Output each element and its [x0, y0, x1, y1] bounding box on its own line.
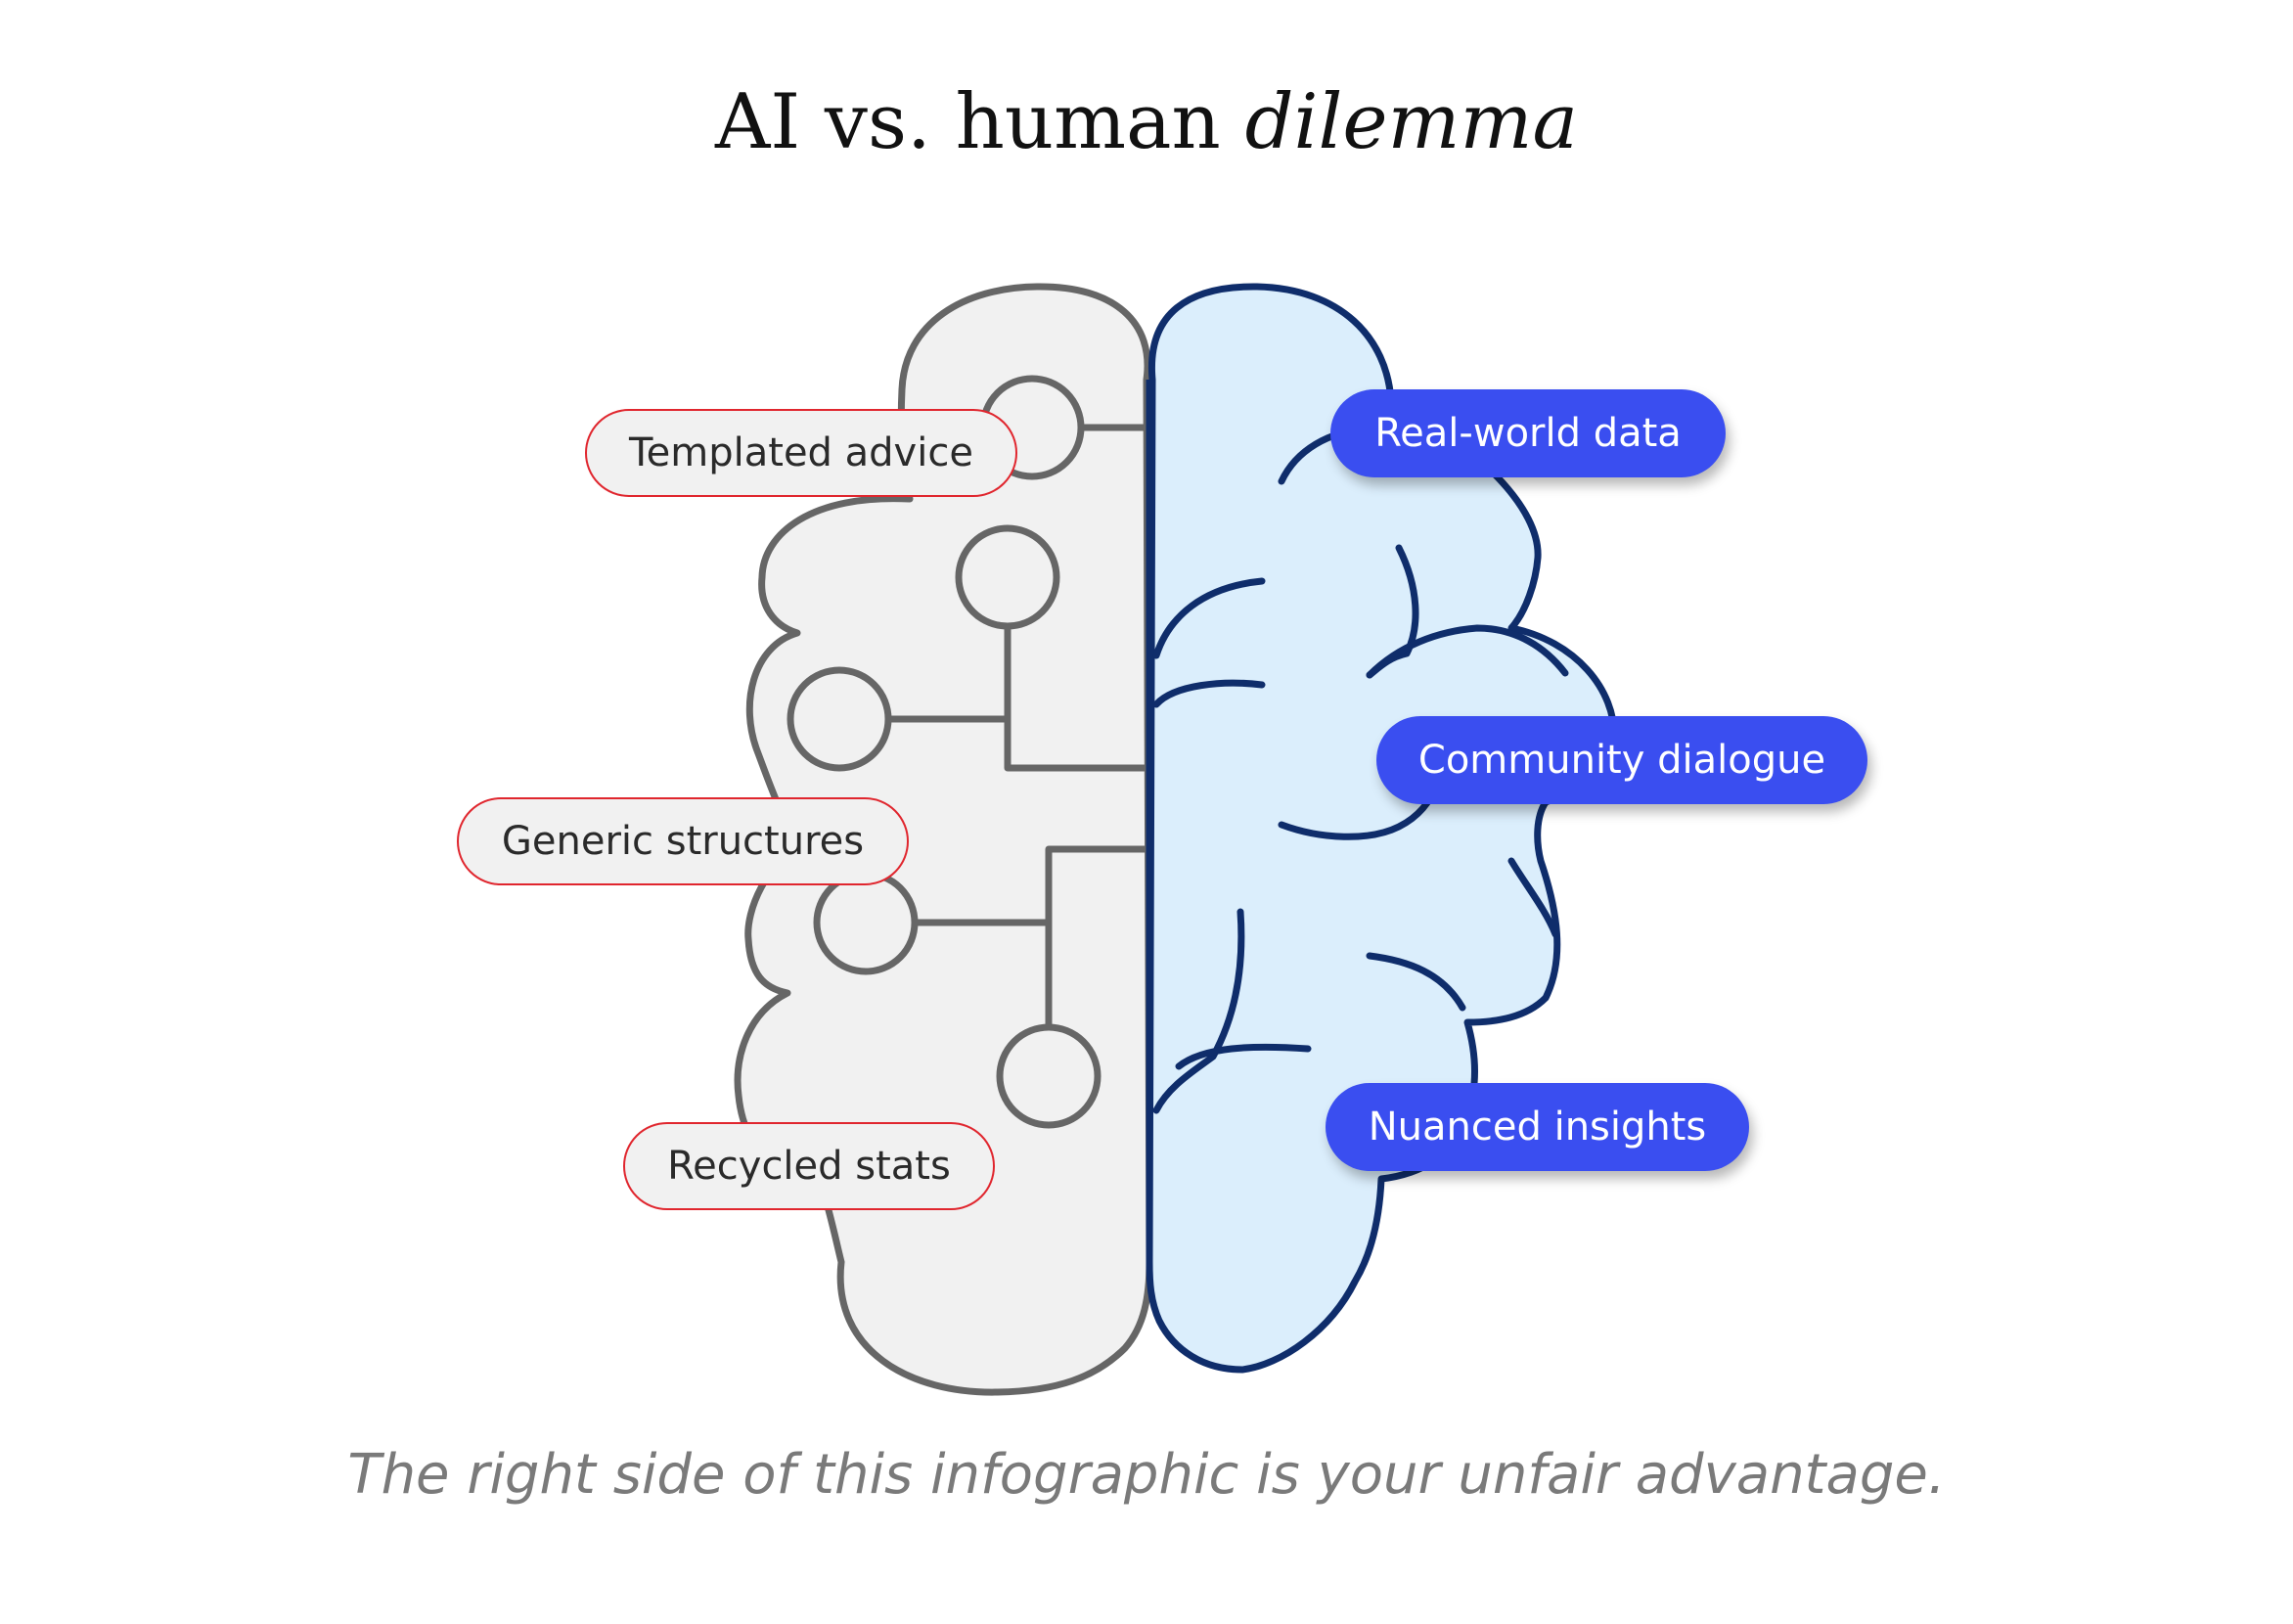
brain-fold	[1366, 952, 1466, 1012]
brain-fold	[1152, 679, 1266, 708]
brain-fold	[1366, 624, 1569, 679]
ai-brain-half	[734, 283, 1153, 1396]
title-main: AI vs. human	[714, 78, 1245, 166]
circuit-node	[996, 1023, 1102, 1129]
caption: The right side of this infographic is yo…	[347, 1443, 1946, 1507]
brain-fold	[1507, 857, 1559, 938]
label-real-world-data: Real-world data	[1330, 389, 1726, 477]
circuit-node	[955, 524, 1060, 630]
label-nuanced-insights: Nuanced insights	[1326, 1083, 1749, 1171]
label-templated-advice: Templated advice	[585, 409, 1017, 497]
label-community-dialogue: Community dialogue	[1376, 716, 1867, 804]
brain-fold	[1152, 577, 1266, 659]
brain-fold	[1175, 1043, 1312, 1070]
infographic-title: AI vs. human dilemma	[0, 68, 2293, 176]
circuit-node	[813, 870, 919, 975]
label-recycled-stats: Recycled stats	[623, 1122, 995, 1210]
title-emphasis: dilemma	[1244, 78, 1578, 166]
label-generic-structures: Generic structures	[457, 797, 909, 885]
circuit-node	[787, 666, 892, 772]
circuit-line	[1045, 845, 1150, 1031]
circuit-line	[1004, 622, 1150, 772]
